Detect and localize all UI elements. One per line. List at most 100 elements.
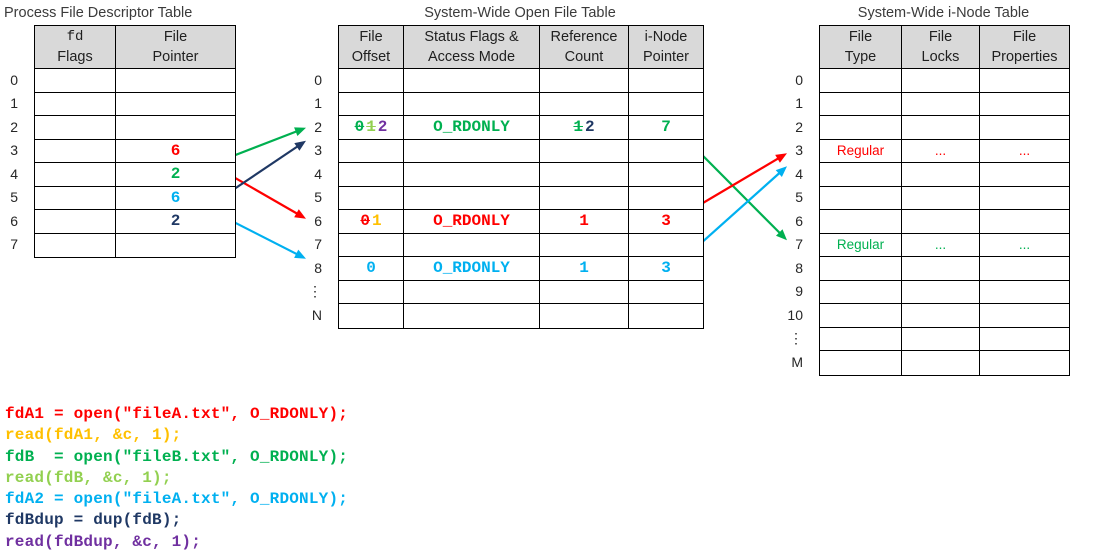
table-cell: 2 (115, 163, 235, 186)
table-cell (539, 92, 628, 115)
table-cell (115, 233, 235, 257)
table-row: 2 (35, 210, 235, 234)
cell-value: O_RDONLY (433, 212, 510, 231)
cell-value: 0 (360, 212, 370, 231)
table-row (339, 163, 703, 187)
table-cell (628, 233, 703, 256)
table-row: 6 (35, 139, 235, 163)
code-line: fdB = open("fileB.txt", O_RDONLY); (5, 447, 349, 466)
code-block: fdA1 = open("fileA.txt", O_RDONLY);read(… (5, 404, 348, 553)
cell-value: 2 (170, 212, 181, 231)
cell-value: ... (1018, 237, 1031, 252)
table-cell (628, 280, 703, 303)
table-cell: 1 (539, 210, 628, 233)
table-cell (820, 304, 901, 327)
table-cell (820, 210, 901, 233)
row-label: 6 (10, 212, 18, 229)
table-cell (820, 69, 901, 92)
cell-value: 1 (366, 118, 376, 137)
table-cell (35, 210, 115, 233)
table-cell (901, 280, 979, 303)
cell-value: 6 (170, 188, 181, 207)
cell-value: 0 (366, 259, 376, 278)
code-line: fdA1 = open("fileA.txt", O_RDONLY); (5, 405, 349, 423)
table-cell: Regular (820, 234, 901, 257)
cell-value: ... (1018, 143, 1031, 158)
table-row (339, 304, 703, 328)
table-cell (35, 163, 115, 186)
table-cell (339, 234, 403, 257)
table-row: 2 (35, 163, 235, 187)
table-cell (403, 139, 539, 162)
table-row (820, 327, 1069, 351)
cell-value: 1 (579, 212, 589, 231)
table-row (820, 186, 1069, 210)
table-cell: 6 (115, 186, 235, 209)
table-row: Regular...... (820, 139, 1069, 163)
table-cell: 0 (339, 257, 403, 280)
row-label: ⋮ (308, 283, 322, 299)
table-cell (901, 257, 979, 280)
row-label: M (791, 353, 803, 370)
table-row: 6 (35, 186, 235, 210)
table-cell (339, 304, 403, 328)
table-row (35, 92, 235, 116)
table-cell (901, 351, 979, 375)
row-label: 5 (10, 189, 18, 205)
row-label: 3 (314, 142, 322, 158)
row-label: 7 (10, 236, 18, 252)
row-label: 8 (795, 259, 803, 276)
table-cell (35, 116, 115, 139)
table-cell (979, 280, 1069, 303)
row-label: 4 (314, 165, 322, 182)
table-cell (979, 257, 1069, 280)
table-cell (979, 351, 1069, 375)
table-cell (628, 304, 703, 328)
code-line: fdBdup = dup(fdB); (5, 511, 182, 530)
table-row (35, 116, 235, 140)
table-row (35, 69, 235, 93)
table-row: Regular...... (820, 233, 1069, 257)
table-cell: 3 (628, 257, 703, 280)
table-cell (979, 186, 1069, 209)
cell-value: 2 (170, 165, 181, 184)
table-cell (901, 210, 979, 233)
oft-table-title: System-Wide Open File Table (424, 5, 616, 21)
table-cell (539, 280, 628, 303)
cell-value: O_RDONLY (433, 259, 510, 278)
table-row (339, 233, 703, 257)
table-cell (820, 257, 901, 280)
row-label: 0 (10, 71, 18, 88)
table-cell (35, 69, 115, 92)
table-row (820, 280, 1069, 304)
row-label: 5 (314, 189, 322, 205)
table-cell (979, 210, 1069, 233)
cell-value: Regular (836, 143, 885, 158)
row-label: 6 (314, 212, 322, 229)
table-row (820, 69, 1069, 93)
row-label: 3 (10, 142, 18, 158)
table-cell (901, 163, 979, 186)
cell-value: 1 (573, 118, 583, 137)
row-label: 3 (795, 142, 803, 158)
table-cell (628, 139, 703, 162)
table-cell (403, 92, 539, 115)
table-cell: O_RDONLY (403, 210, 539, 233)
table-cell (901, 327, 979, 350)
table-cell (628, 163, 703, 186)
table-cell (820, 187, 901, 210)
row-label: 4 (795, 165, 803, 182)
row-label: 0 (795, 71, 803, 88)
table-cell: ... (901, 139, 979, 162)
table-cell (628, 186, 703, 209)
table-row (820, 304, 1069, 328)
